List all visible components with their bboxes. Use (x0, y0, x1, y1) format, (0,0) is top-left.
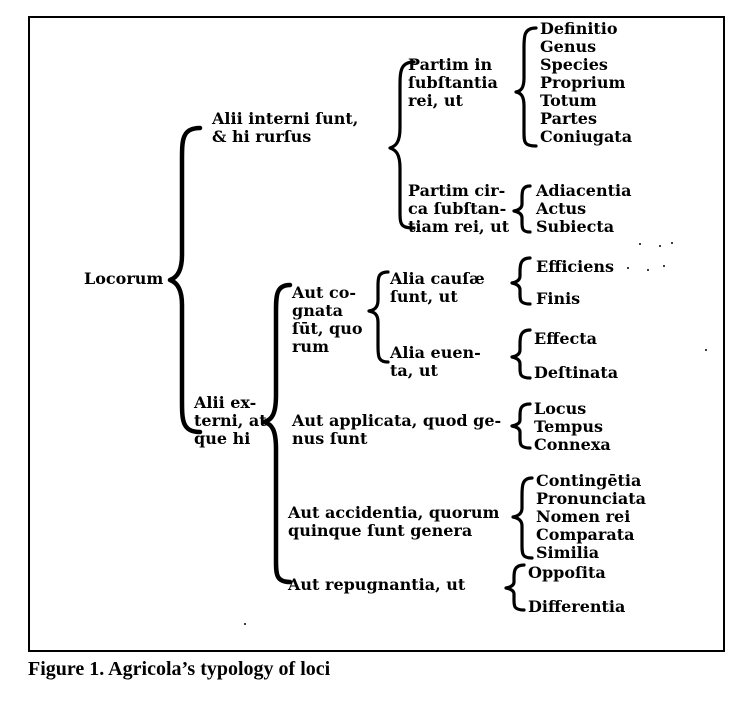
in-substantia-label-line-1: Partim in (408, 55, 493, 74)
causae-item: Efficiens (536, 257, 615, 276)
cognata-label-line-1: Aut co- (292, 283, 357, 302)
causae-label-line-1: Alia cauſæ (390, 269, 485, 288)
accidentia-label-line-1: Aut accidentia, quorum (288, 503, 500, 522)
scan-speck (244, 623, 246, 625)
scan-speck (671, 242, 673, 244)
applicata-label-line-1: Aut applicata, quod ge- (292, 411, 502, 430)
causae-item: Finis (536, 289, 581, 308)
scan-speck (627, 267, 629, 269)
accidentia-label-line-2: quinque ſunt genera (288, 521, 473, 540)
brace-applicata (510, 402, 532, 450)
in-substantia-item: Coniugata (540, 127, 633, 146)
repugnantia-item: Oppoſita (528, 563, 606, 582)
circa-substantiam-item: Adiacentia (536, 181, 632, 200)
figure-caption: Figure 1. Agricola’s typology of loci (28, 658, 331, 680)
accidentia-item: Contingētia (536, 471, 642, 490)
euenta-item: Deſtinata (534, 363, 619, 382)
brace-euenta (510, 328, 532, 380)
repugnantia-label: Aut repugnantia, ut (288, 575, 466, 594)
scan-speck (705, 349, 707, 351)
accidentia-item: Nomen rei (536, 507, 631, 526)
circa-substantiam-item: Subiecta (536, 217, 615, 236)
brace-circa-substantiam (512, 184, 532, 234)
accidentia-item: Comparata (536, 525, 635, 544)
brace-repugnantia (504, 563, 526, 612)
cognata-label-line-2: gnata (292, 301, 343, 320)
brace-in-substantia (514, 26, 538, 148)
root-label: Locorum (84, 269, 164, 288)
diagram-frame (28, 16, 725, 652)
brace-root (167, 125, 203, 435)
in-substantia-label-line-3: rei, ut (408, 91, 463, 110)
cognata-label-line-4: rum (292, 337, 329, 356)
applicata-item: Tempus (534, 417, 604, 436)
scan-speck (663, 265, 665, 267)
brace-external (261, 282, 293, 585)
accidentia-item: Pronunciata (536, 489, 646, 508)
in-substantia-item: Partes (540, 109, 597, 128)
in-substantia-item: Definitio (540, 19, 618, 38)
internal-label-line-1: Alii interni ſunt, (212, 109, 359, 128)
circa-substantiam-label-line-2: ca ſubſtan- (408, 199, 507, 218)
scan-speck (659, 245, 661, 247)
external-label-line-3: que hi (194, 429, 251, 448)
external-label-line-2: terni, at (194, 411, 267, 430)
circa-substantiam-label-line-1: Partim cir- (408, 181, 506, 200)
circa-substantiam-label-line-3: tiam rei, ut (408, 217, 510, 236)
euenta-label-line-1: Alia euen- (390, 343, 481, 362)
euenta-item: Effecta (534, 329, 598, 348)
repugnantia-item: Differentia (528, 597, 626, 616)
in-substantia-label-line-2: ſubſtantia (408, 73, 498, 92)
scan-speck (647, 269, 649, 271)
external-label-line-1: Alii ex- (194, 393, 257, 412)
euenta-label-line-2: ta, ut (390, 361, 438, 380)
brace-internal (388, 60, 416, 230)
in-substantia-item: Species (540, 55, 608, 74)
in-substantia-item: Genus (540, 37, 597, 56)
applicata-label-line-2: nus ſunt (292, 429, 368, 448)
scan-speck (639, 243, 641, 245)
in-substantia-item: Totum (540, 91, 597, 110)
causae-label-line-2: ſunt, ut (390, 287, 458, 306)
applicata-item: Locus (534, 399, 587, 418)
accidentia-item: Similia (536, 543, 600, 562)
in-substantia-item: Proprium (540, 73, 626, 92)
cognata-label-line-3: ſūt, quo (292, 319, 363, 338)
brace-accidentia (511, 476, 534, 560)
brace-cognata (367, 270, 390, 364)
internal-label-line-2: & hi rurſus (212, 127, 312, 146)
applicata-item: Connexa (534, 435, 611, 454)
circa-substantiam-item: Actus (536, 199, 587, 218)
brace-causae (510, 256, 532, 306)
